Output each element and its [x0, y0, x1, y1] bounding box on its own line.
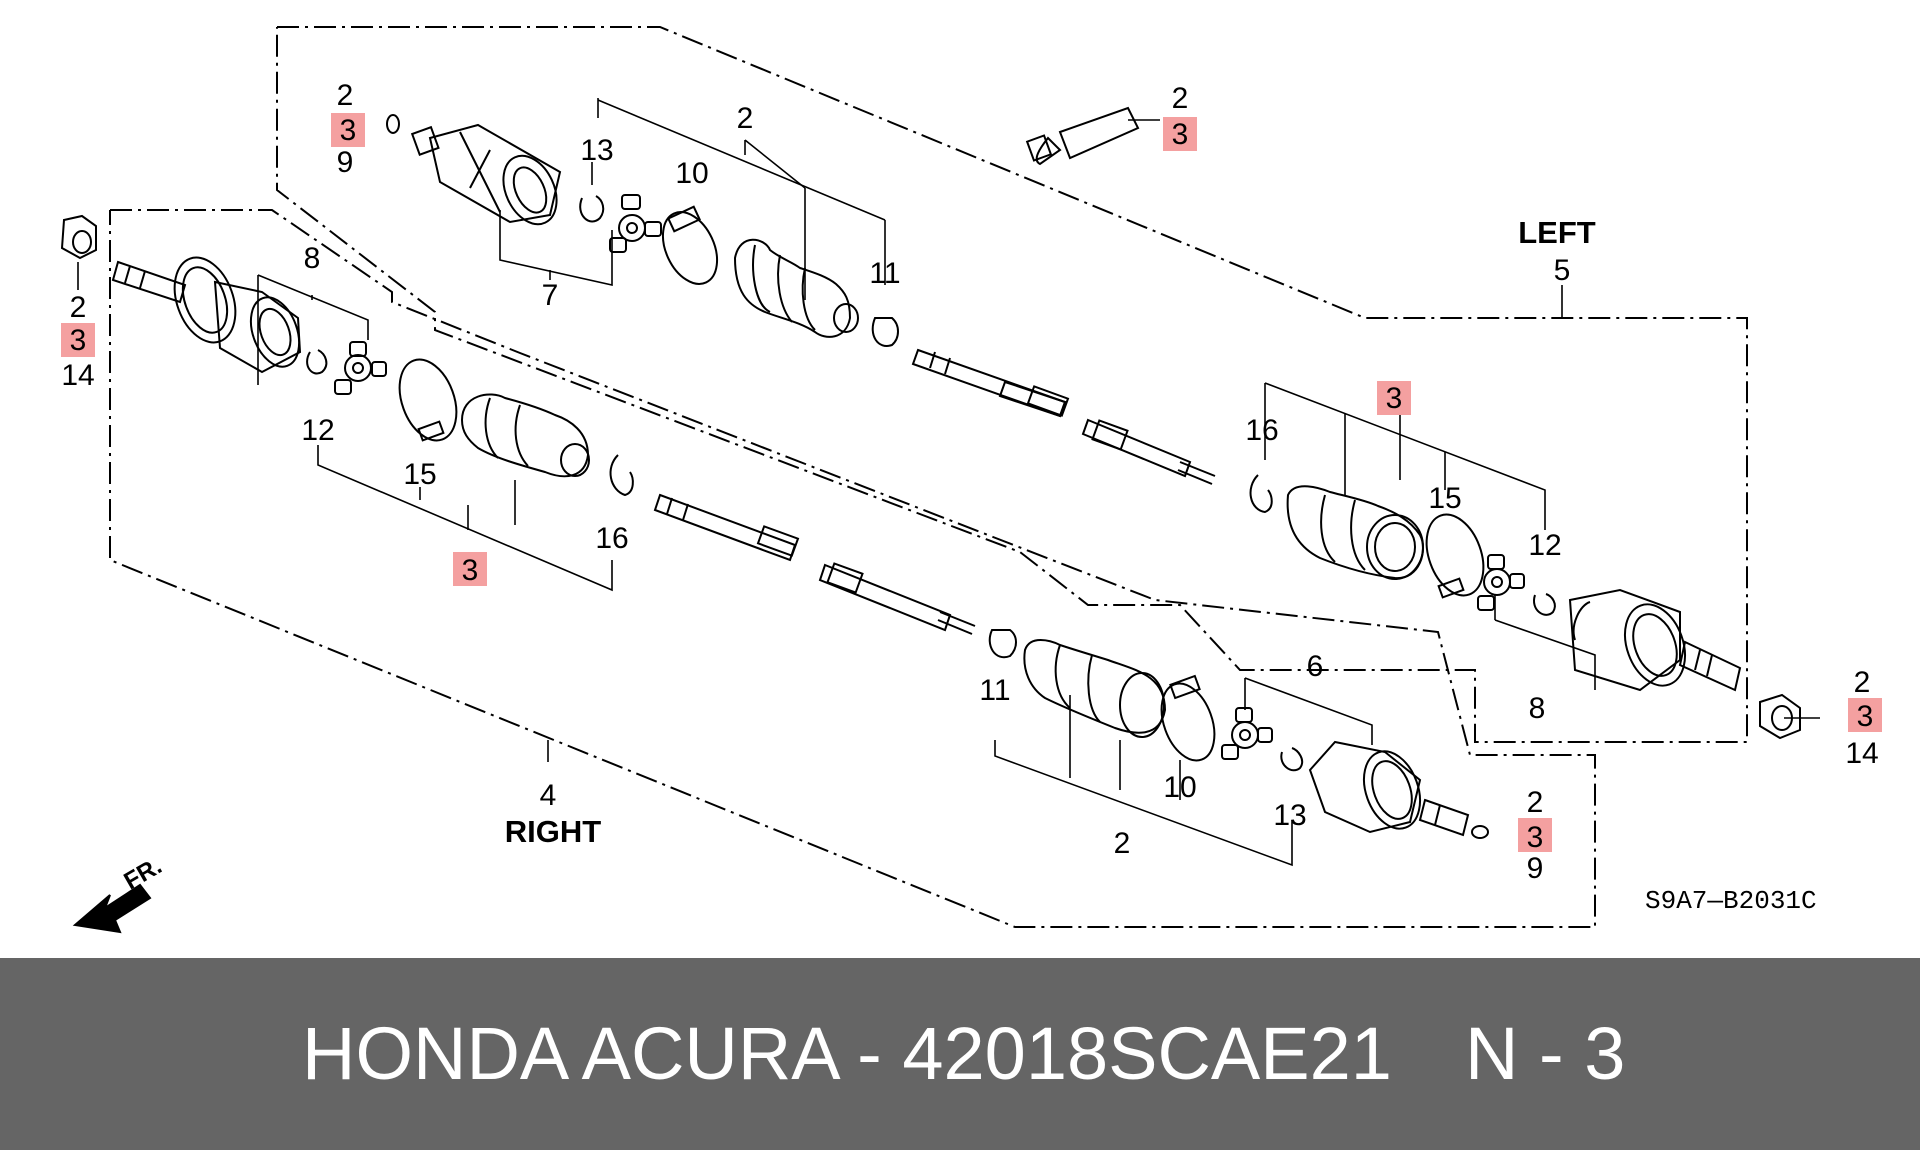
- callout-3: 3: [1857, 700, 1874, 733]
- callout-10: 10: [675, 157, 708, 190]
- boot-band-15-left: [1425, 513, 1485, 599]
- left-side-label: LEFT: [1518, 215, 1596, 250]
- boot-band-16-right: [609, 454, 634, 497]
- callout-2: 2: [1114, 827, 1131, 860]
- callout-2: 2: [737, 102, 754, 135]
- callout-13: 13: [1273, 799, 1306, 832]
- callout-2: 2: [1527, 786, 1544, 819]
- callout-2: 2: [1172, 82, 1189, 115]
- boot-band-11-top: [871, 317, 899, 347]
- stop-ring-13-top: [579, 195, 605, 223]
- left-inner-joint-housing: [410, 123, 562, 226]
- boot-right: [460, 393, 590, 478]
- callout-12: 12: [301, 414, 334, 447]
- spindle-nut-left-side: [60, 214, 97, 260]
- callout-15: 15: [1428, 482, 1461, 515]
- footer-bar: HONDA ACURA - 42018SCAE21 N - 3: [0, 958, 1920, 1150]
- front-marker-label: FR.: [120, 852, 167, 895]
- stop-ring-12-right: [306, 349, 328, 375]
- callout-6: 6: [1307, 650, 1324, 683]
- callout-16: 16: [1245, 414, 1278, 447]
- callout-3: 3: [1386, 382, 1403, 415]
- part-number-text: HONDA ACURA - 42018SCAE21: [302, 1012, 1392, 1095]
- leader-lines: [77, 98, 1820, 867]
- boot-band-11-bottom: [988, 629, 1017, 659]
- spider-bottom: [1221, 707, 1273, 760]
- callout-8: 8: [1529, 692, 1546, 725]
- boot-left: [1286, 485, 1424, 580]
- diagram-code: S9A7—B2031C: [1645, 886, 1817, 916]
- callout-5: 5: [1554, 254, 1571, 287]
- callout-3: 3: [462, 554, 479, 587]
- drive-shaft-exploded-diagram: 2 3 9 2 3 13 2 10 7 11 5 2 3 14 8 12 15 …: [60, 26, 1882, 934]
- callout-7: 7: [542, 279, 559, 312]
- boot-top: [733, 238, 859, 338]
- highlight-boxes: [61, 113, 1882, 852]
- callout-3: 3: [1527, 821, 1544, 854]
- boot-band-10-top: [661, 205, 719, 285]
- callout-9: 9: [1527, 852, 1544, 885]
- callout-12: 12: [1528, 529, 1561, 562]
- callout-2: 2: [70, 291, 87, 324]
- boot-band-15-right: [398, 358, 458, 442]
- boot-band-10-bottom: [1160, 674, 1216, 762]
- front-direction-arrow-icon: [72, 883, 152, 934]
- stop-ring-12-left: [1533, 593, 1556, 616]
- callout-3: 3: [1172, 118, 1189, 151]
- callout-13: 13: [580, 134, 613, 167]
- circlip-9-top: [386, 114, 400, 134]
- callout-10: 10: [1163, 771, 1196, 804]
- right-assembly-outline: [109, 209, 1596, 928]
- circlip-9-bottom: [1471, 825, 1489, 839]
- callout-8: 8: [304, 242, 321, 275]
- callout-3: 3: [70, 324, 87, 357]
- right-outer-joint: [111, 256, 302, 374]
- callout-14: 14: [61, 359, 94, 392]
- boot-band-16-left: [1249, 474, 1273, 514]
- right-side-label: RIGHT: [505, 814, 602, 849]
- callout-11: 11: [979, 674, 1010, 707]
- callout-3: 3: [340, 114, 357, 147]
- right-half-shaft: [653, 493, 976, 635]
- left-assembly-outline: [276, 26, 1748, 743]
- spider-top: [609, 194, 662, 253]
- spindle-nut-right-side: [1759, 693, 1801, 740]
- callout-11: 11: [869, 257, 900, 290]
- callout-16: 16: [595, 522, 628, 555]
- right-inner-joint-housing: [1308, 740, 1470, 837]
- callout-2: 2: [1854, 666, 1871, 699]
- spider-left: [1477, 554, 1525, 611]
- callout-14: 14: [1845, 737, 1878, 770]
- callout-2: 2: [337, 79, 354, 112]
- callout-labels: 2 3 9 2 3 13 2 10 7 11 5 2 3 14 8 12 15 …: [61, 79, 1878, 885]
- spider-right: [334, 341, 387, 395]
- stop-ring-13-bottom: [1280, 747, 1304, 772]
- left-half-shaft: [911, 348, 1216, 485]
- left-outer-joint: [1568, 588, 1742, 692]
- callout-15: 15: [403, 458, 436, 491]
- grease-tube: [1025, 106, 1140, 166]
- boot-bottom: [1023, 639, 1167, 738]
- callout-9: 9: [337, 146, 354, 179]
- quantity-text: N - 3: [1465, 1012, 1626, 1095]
- callout-4: 4: [540, 779, 557, 812]
